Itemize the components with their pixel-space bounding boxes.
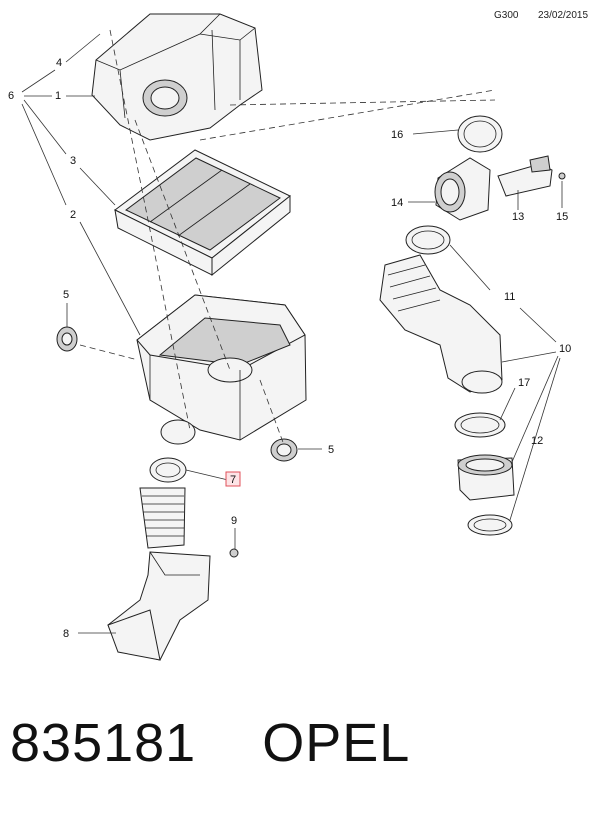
- callout-5-upper: 5: [63, 289, 69, 301]
- mass-airflow-sensor: [497, 155, 553, 197]
- intake-bellows: [139, 487, 186, 549]
- callout-3: 3: [70, 155, 76, 167]
- diagram-date: 23/02/2015: [538, 10, 589, 21]
- part-number: 835181: [10, 713, 197, 773]
- callout-16: 16: [391, 129, 403, 141]
- callout-10: 10: [559, 343, 571, 355]
- hose-clamp-lower: [454, 412, 506, 438]
- hose-clamp-middle: [405, 225, 451, 255]
- callout-11: 11: [504, 291, 515, 303]
- callout-9: 9: [231, 515, 237, 527]
- brand-name: OPEL: [262, 713, 411, 773]
- callout-4: 4: [56, 57, 62, 69]
- callout-7-highlight: [225, 471, 241, 487]
- callout-15: 15: [556, 211, 568, 223]
- leader-lines: [21, 33, 563, 634]
- hose-clamp-upper: [457, 115, 503, 153]
- inlet-seal: [149, 457, 187, 483]
- filter-element: [114, 149, 291, 277]
- parts-diagram: 4 6 1 3 2 5 5 7 9 8 16 14 13 15 11 10 17…: [8, 13, 571, 661]
- callout-labels: 4 6 1 3 2 5 5 7 9 8 16 14 13 15 11 10 17…: [8, 57, 571, 640]
- callout-2: 2: [70, 209, 76, 221]
- callout-8: 8: [63, 628, 69, 640]
- intake-hose-elbow: [379, 254, 503, 394]
- hose-clamp-bottom: [467, 514, 513, 536]
- grommet-lower: [270, 438, 298, 462]
- alignment-lines: [79, 29, 496, 446]
- air-intake-duct: [107, 551, 211, 661]
- air-cleaner-lower-housing: [136, 294, 307, 445]
- callout-12: 12: [531, 435, 543, 447]
- callout-14: 14: [391, 197, 403, 209]
- diagram-code: G300: [494, 10, 519, 21]
- callout-17: 17: [518, 377, 530, 389]
- sensor-screw: [558, 172, 566, 180]
- callout-6: 6: [8, 90, 14, 102]
- mass-airflow-housing: [434, 157, 491, 221]
- throttle-adapter: [457, 454, 515, 501]
- callout-13: 13: [512, 211, 524, 223]
- callout-1: 1: [55, 90, 61, 102]
- bolt: [229, 548, 239, 558]
- callout-7: 7: [230, 474, 236, 486]
- footer: 835181 OPEL: [10, 712, 410, 774]
- callout-5-lower: 5: [328, 444, 334, 456]
- air-cleaner-cover: [91, 13, 263, 141]
- grommet-upper: [56, 326, 78, 352]
